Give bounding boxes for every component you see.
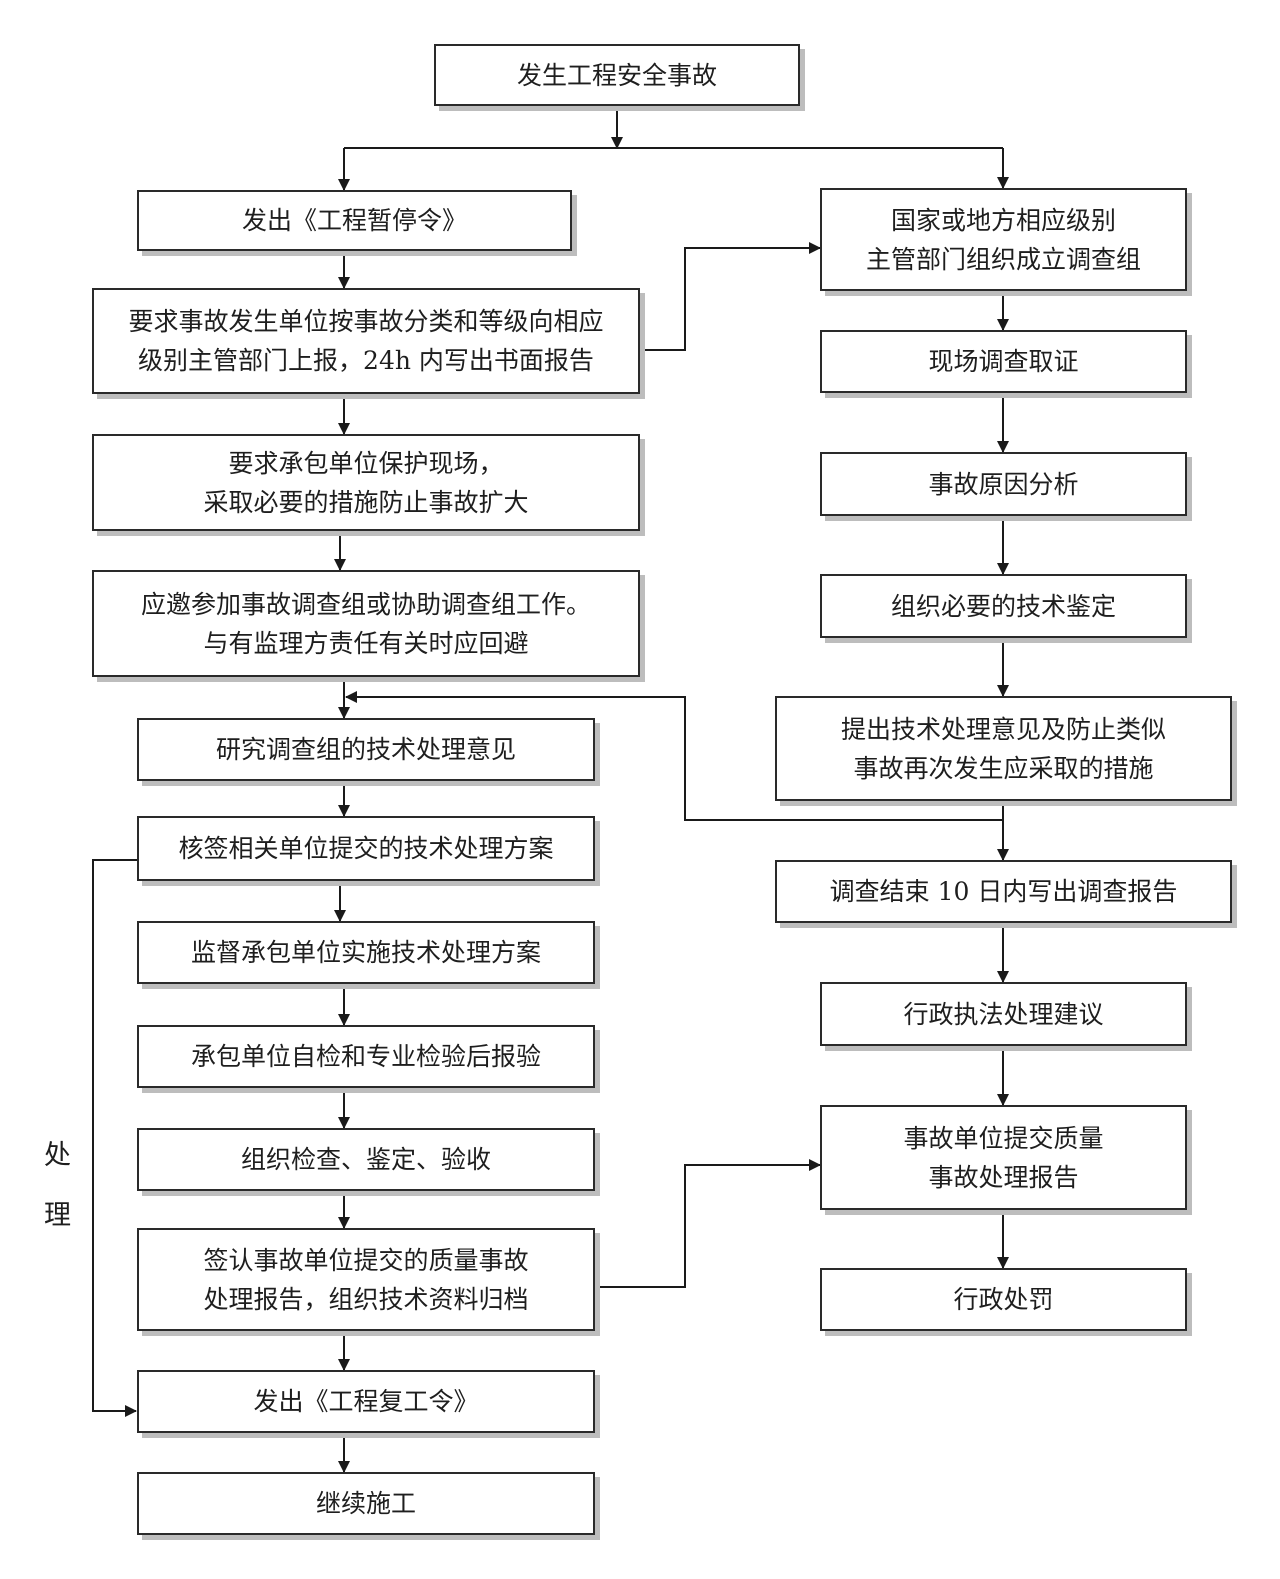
side-label-char-1: 处 [44,1140,71,1171]
node-resume-order-label: 发出《工程复工令》 [253,1387,479,1416]
node-sign-report: 签认事故单位提交的质量事故 处理报告，组织技术资料归档 [137,1228,595,1331]
node-organize-acceptance: 组织检查、鉴定、验收 [137,1128,595,1191]
node-stop-order-label: 发出《工程暂停令》 [241,206,467,235]
node-self-inspection-label: 承包单位自检和专业检验后报验 [190,1042,541,1071]
node-technical-appraisal-label: 组织必要的技术鉴定 [890,591,1116,621]
node-technical-appraisal: 组织必要的技术鉴定 [820,574,1187,638]
node-site-evidence-label: 现场调查取证 [928,347,1079,376]
arrow-signreport-to-quality [596,1159,821,1288]
node-quality-report-label: 事故单位提交质量 事故处理报告 [903,1123,1104,1192]
node-propose-measures: 提出技术处理意见及防止类似 事故再次发生应采取的措施 [775,696,1232,801]
node-report-upward: 要求事故发生单位按事故分类和等级向相应 级别主管部门上报，24h 内写出书面报告 [92,288,640,394]
node-form-team-label: 国家或地方相应级别 主管部门组织成立调查组 [865,205,1141,274]
node-organize-acceptance-label: 组织检查、鉴定、验收 [240,1145,491,1174]
arrow-feedback-to-study [345,691,1003,821]
node-sign-plan-label: 核签相关单位提交的技术处理方案 [178,834,554,863]
node-stop-order: 发出《工程暂停令》 [137,190,572,251]
arrow-processing-loop [92,859,138,1417]
node-supervise-implementation-label: 监督承包单位实施技术处理方案 [190,938,541,967]
node-report-upward-label: 要求事故发生单位按事故分类和等级向相应 级别主管部门上报，24h 内写出书面报告 [128,307,604,375]
node-sign-report-label: 签认事故单位提交的质量事故 处理报告，组织技术资料归档 [203,1245,529,1314]
node-investigation-report-label: 调查结束 10 日内写出调查报告 [829,877,1178,906]
node-admin-enforcement-label: 行政执法处理建议 [903,999,1104,1029]
node-supervise-implementation: 监督承包单位实施技术处理方案 [137,921,595,984]
node-continue-construction: 继续施工 [137,1472,595,1535]
node-continue-construction-label: 继续施工 [315,1489,416,1518]
node-quality-report: 事故单位提交质量 事故处理报告 [820,1105,1187,1210]
node-cause-analysis-label: 事故原因分析 [928,469,1079,499]
node-start-label: 发生工程安全事故 [516,60,717,90]
node-self-inspection: 承包单位自检和专业检验后报验 [137,1025,595,1088]
node-site-evidence: 现场调查取证 [820,330,1187,393]
node-sign-plan: 核签相关单位提交的技术处理方案 [137,816,595,881]
node-join-investigation: 应邀参加事故调查组或协助调查组工作。 与有监理方责任有关时应回避 [92,570,640,677]
node-protect-site: 要求承包单位保护现场， 采取必要的措施防止事故扩大 [92,434,640,531]
arrow-report-to-team [638,242,821,351]
node-admin-enforcement: 行政执法处理建议 [820,982,1187,1046]
node-study-opinions: 研究调查组的技术处理意见 [137,718,595,781]
node-investigation-report: 调查结束 10 日内写出调查报告 [775,860,1232,923]
node-join-investigation-label: 应邀参加事故调查组或协助调查组工作。 与有监理方责任有关时应回避 [140,589,591,658]
node-start: 发生工程安全事故 [434,44,800,106]
node-study-opinions-label: 研究调查组的技术处理意见 [215,735,516,764]
node-admin-penalty-label: 行政处罚 [953,1285,1054,1314]
node-cause-analysis: 事故原因分析 [820,452,1187,516]
node-form-team: 国家或地方相应级别 主管部门组织成立调查组 [820,188,1187,291]
side-label-char-2: 理 [44,1200,71,1231]
node-admin-penalty: 行政处罚 [820,1268,1187,1331]
node-resume-order: 发出《工程复工令》 [137,1370,595,1433]
node-protect-site-label: 要求承包单位保护现场， 采取必要的措施防止事故扩大 [203,448,529,517]
node-propose-measures-label: 提出技术处理意见及防止类似 事故再次发生应采取的措施 [840,714,1166,783]
